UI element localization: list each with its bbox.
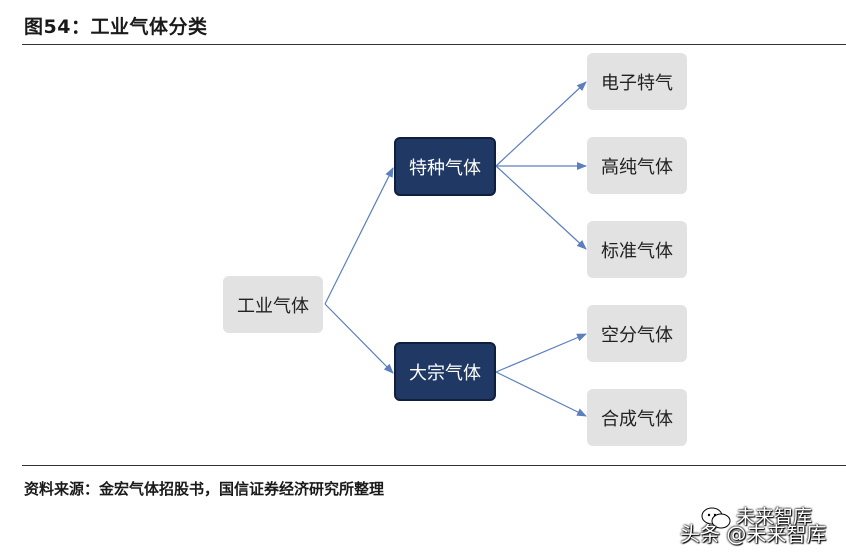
watermark-brand: 未来智库 [736,506,813,528]
title-rule [22,44,846,45]
figure-title: 图54：工业气体分类 [24,16,208,38]
source-note: 资料来源：金宏气体招股书，国信证券经济研究所整理 [24,480,385,498]
node-industrial-gas: 工业气体 [223,276,323,333]
edge-root-bulk [324,303,394,374]
node-synthetic-gas: 合成气体 [587,389,687,446]
watermark-handle: 头条 @未来智库 [680,522,827,546]
wechat-icon [701,507,731,529]
node-air-separation-gas: 空分气体 [587,305,687,362]
node-bulk-gas: 大宗气体 [394,342,496,401]
node-special-gas: 特种气体 [394,137,496,196]
edge-bulk-synthetic [495,371,587,417]
edge-special-electronic [495,81,587,167]
edge-root-special [324,167,394,305]
node-electronic-special-gas: 电子特气 [587,53,687,110]
node-high-purity-gas: 高纯气体 [587,137,687,194]
edge-bulk-air [495,333,587,373]
node-standard-gas: 标准气体 [587,221,687,278]
edge-special-standard [495,165,587,250]
source-rule [22,465,846,466]
